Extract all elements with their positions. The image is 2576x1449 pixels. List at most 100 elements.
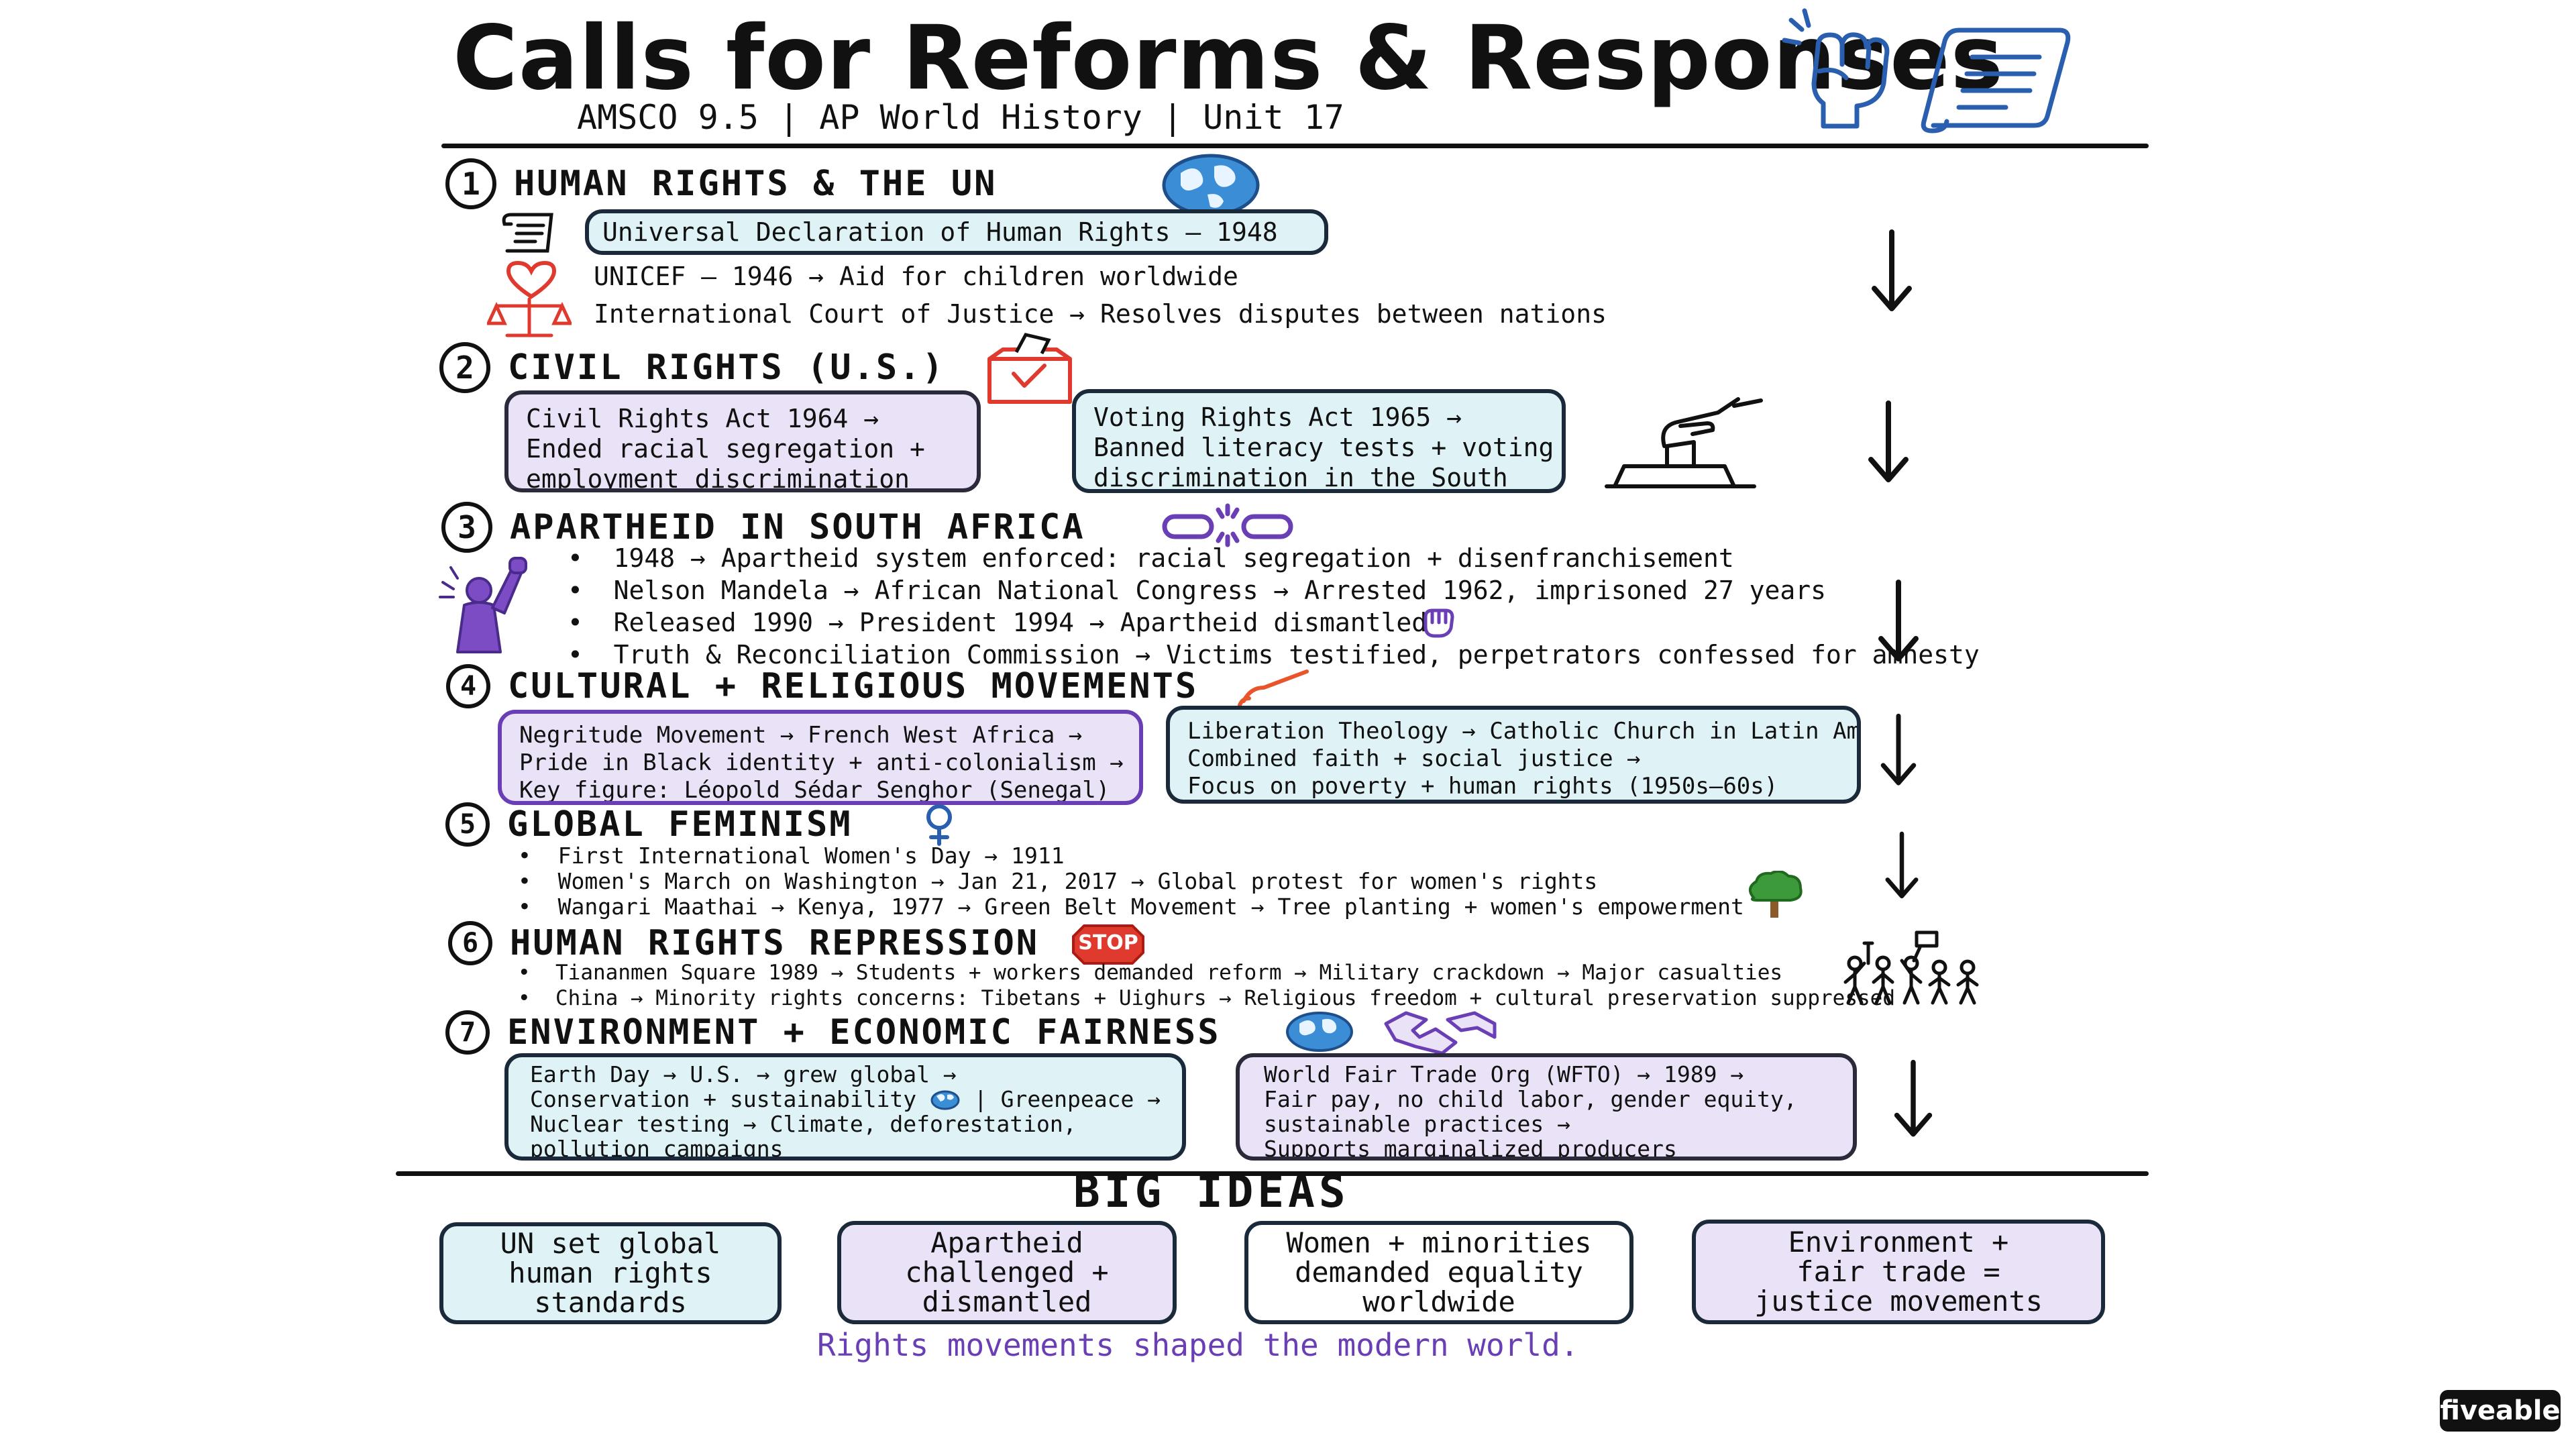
fiveable-logo: fiveable bbox=[2440, 1390, 2561, 1432]
section-2-header: 2 CIVIL RIGHTS (U.S.) bbox=[439, 342, 945, 393]
card-line: standards bbox=[534, 1286, 687, 1320]
bullet-text: Nelson Mandela → African National Congre… bbox=[613, 576, 1826, 605]
box-line: Earth Day → U.S. → grew global → bbox=[530, 1061, 957, 1087]
apartheid-bullet: • Nelson Mandela → African National Cong… bbox=[568, 576, 1826, 605]
box-line: employment discrimination bbox=[526, 464, 910, 492]
box-line: Nuclear testing → Climate, deforestation… bbox=[530, 1110, 1077, 1137]
scroll-icon bbox=[502, 213, 553, 253]
box-line: Liberation Theology → Catholic Church in… bbox=[1187, 718, 1861, 745]
bullet-text: Tiananmen Square 1989 → Students + worke… bbox=[555, 961, 1783, 985]
box-line: Ended racial segregation + bbox=[526, 433, 925, 464]
card-line: challenged + bbox=[905, 1255, 1109, 1289]
udhr-box: Universal Declaration of Human Rights — … bbox=[585, 209, 1328, 255]
box-line: discrimination in the South bbox=[1093, 462, 1508, 492]
scroll-icon bbox=[1921, 28, 2071, 133]
page-title: Calls for Reforms & Responses bbox=[453, 7, 2004, 110]
protester-icon bbox=[439, 557, 527, 653]
card-line: UN set global bbox=[500, 1226, 721, 1260]
section-5-header: 5 GLOBAL FEMINISM bbox=[445, 802, 853, 847]
bullet-text: 1948 → Apartheid system enforced: racial… bbox=[613, 543, 1734, 573]
section-number: 4 bbox=[446, 664, 490, 708]
section-number: 1 bbox=[445, 158, 496, 209]
earth-day-box: Earth Day → U.S. → grew global → Conserv… bbox=[504, 1053, 1186, 1161]
voting-hand-icon bbox=[1605, 397, 1763, 488]
liberation-theology-box: Liberation Theology → Catholic Church in… bbox=[1166, 706, 1861, 804]
paintbrush-icon bbox=[1238, 669, 1309, 707]
feminism-bullet: • Wangari Maathai → Kenya, 1977 → Green … bbox=[518, 894, 1744, 920]
civil-rights-act-box: Civil Rights Act 1964 → Ended racial seg… bbox=[504, 390, 981, 492]
stop-sign-icon: STOP bbox=[1072, 924, 1144, 965]
section-1-header: 1 HUMAN RIGHTS & THE UN bbox=[445, 158, 997, 209]
card-line: fair trade = bbox=[1796, 1254, 2000, 1288]
card-line: human rights bbox=[508, 1256, 712, 1289]
heart-icon bbox=[506, 260, 557, 299]
card-line: Apartheid bbox=[930, 1226, 1083, 1259]
down-arrow-icon bbox=[1894, 1059, 1933, 1137]
box-line: World Fair Trade Org (WFTO) → 1989 → bbox=[1264, 1061, 1744, 1087]
repression-bullet: • China → Minority rights concerns: Tibe… bbox=[518, 986, 1896, 1010]
section-number: 6 bbox=[448, 921, 492, 965]
box-line-part: Conservation + sustainability bbox=[530, 1085, 917, 1112]
box-line-part: | Greenpeace → bbox=[973, 1085, 1161, 1112]
header-divider bbox=[441, 144, 2149, 148]
box-line: Voting Rights Act 1965 → bbox=[1093, 402, 1462, 432]
raised-hand-icon bbox=[1424, 608, 1454, 638]
apartheid-bullet: • 1948 → Apartheid system enforced: raci… bbox=[568, 543, 1734, 573]
down-arrow-icon bbox=[1872, 229, 1912, 311]
box-line: Supports marginalized producers bbox=[1264, 1135, 1677, 1161]
globe-icon bbox=[930, 1090, 960, 1110]
box-line: Key figure: Léopold Sédar Senghor (Seneg… bbox=[519, 776, 1110, 804]
section-title: GLOBAL FEMINISM bbox=[507, 804, 853, 845]
apartheid-bullet: • Released 1990 → President 1994 → Apart… bbox=[568, 608, 1428, 637]
card-line: demanded equality bbox=[1295, 1255, 1583, 1289]
section-6-header: 6 HUMAN RIGHTS REPRESSION bbox=[448, 921, 1039, 965]
female-symbol-icon bbox=[926, 804, 952, 846]
protest-crowd-icon bbox=[1843, 930, 1979, 1005]
stop-label: STOP bbox=[1078, 931, 1138, 955]
feminism-bullet: • First International Women's Day → 1911 bbox=[518, 843, 1065, 869]
bullet-text: Women's March on Washington → Jan 21, 20… bbox=[557, 868, 1598, 894]
card-line: Women + minorities bbox=[1286, 1226, 1592, 1259]
bullet-text: China → Minority rights concerns: Tibeta… bbox=[555, 986, 1896, 1010]
icj-line: International Court of Justice → Resolve… bbox=[594, 299, 1607, 329]
box-line: pollution campaigns bbox=[530, 1135, 784, 1161]
section-4-header: 4 CULTURAL + RELIGIOUS MOVEMENTS bbox=[446, 664, 1198, 708]
box-line: Pride in Black identity + anti-coloniali… bbox=[519, 749, 1124, 776]
box-line: Fair pay, no child labor, gender equity, bbox=[1264, 1085, 1797, 1112]
card-line: justice movements bbox=[1754, 1285, 2043, 1318]
tagline: Rights movements shaped the modern world… bbox=[817, 1327, 1579, 1363]
down-arrow-icon bbox=[1868, 400, 1909, 482]
bullet-text: First International Women's Day → 1911 bbox=[557, 843, 1065, 869]
globe-icon bbox=[1162, 154, 1260, 217]
down-arrow-icon bbox=[1878, 580, 1919, 661]
globe-icon bbox=[1286, 1012, 1353, 1052]
down-arrow-icon bbox=[1880, 713, 1917, 786]
feminism-bullet: • Women's March on Washington → Jan 21, … bbox=[518, 868, 1598, 894]
unicef-line: UNICEF — 1946 → Aid for children worldwi… bbox=[594, 262, 1238, 291]
big-idea-card: Apartheid challenged + dismantled bbox=[837, 1221, 1177, 1324]
apartheid-bullet: • Truth & Reconciliation Commission → Vi… bbox=[568, 640, 1980, 669]
big-idea-card: Environment + fair trade = justice movem… bbox=[1692, 1220, 2105, 1324]
raised-fist-icon bbox=[1782, 8, 1890, 129]
section-3-header: 3 APARTHEID IN SOUTH AFRICA bbox=[441, 502, 1085, 553]
box-line: Conservation + sustainability | Greenpea… bbox=[530, 1087, 1161, 1112]
section-title: CULTURAL + RELIGIOUS MOVEMENTS bbox=[508, 666, 1199, 706]
card-line: Environment + bbox=[1788, 1225, 2009, 1258]
box-line: Negritude Movement → French West Africa … bbox=[519, 722, 1083, 749]
section-title: CIVIL RIGHTS (U.S.) bbox=[508, 347, 945, 388]
bullet-text: Released 1990 → President 1994 → Aparthe… bbox=[613, 608, 1428, 637]
section-number: 5 bbox=[445, 802, 490, 847]
big-ideas-heading: BIG IDEAS bbox=[1073, 1166, 1350, 1218]
section-title: HUMAN RIGHTS REPRESSION bbox=[510, 923, 1040, 963]
box-line: sustainable practices → bbox=[1264, 1110, 1570, 1137]
box-line: Combined faith + social justice → bbox=[1187, 745, 1641, 772]
handshake-icon bbox=[1384, 1011, 1497, 1055]
bullet-text: Truth & Reconciliation Commission → Vict… bbox=[613, 640, 1980, 669]
ballot-box-icon bbox=[987, 333, 1072, 404]
negritude-box: Negritude Movement → French West Africa … bbox=[498, 710, 1143, 805]
card-line: worldwide bbox=[1362, 1285, 1515, 1319]
box-line: Civil Rights Act 1964 → bbox=[526, 404, 879, 433]
big-idea-card: Women + minorities demanded equality wor… bbox=[1244, 1221, 1633, 1324]
box-line: Banned literacy tests + voting bbox=[1093, 432, 1554, 462]
bullet-text: Wangari Maathai → Kenya, 1977 → Green Be… bbox=[557, 894, 1744, 920]
